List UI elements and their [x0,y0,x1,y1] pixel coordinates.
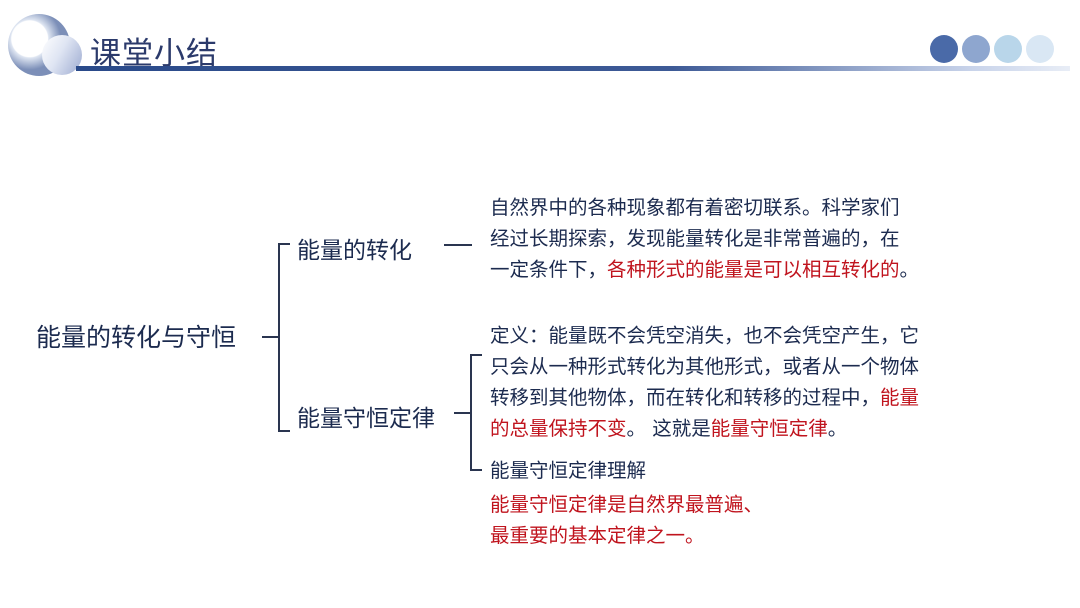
body-text: 转移到其他物体，而在转化和转移的过程中， [490,386,881,409]
highlight-text: 能量守恒定律 [710,417,828,440]
text-line: 转移到其他物体，而在转化和转移的过程中，能量 [490,382,919,413]
main-bracket-bottom [278,430,290,432]
text-line: 的总量保持不变。 这就是能量守恒定律。 [490,413,919,444]
highlight-text: 能量 [880,386,920,409]
text-line: 只会从一种形式转化为其他形式，或者从一个物体 [490,351,919,382]
understanding-line: 能量守恒定律是自然界最普遍、 [490,493,764,516]
sub-bracket-bottom [470,469,482,471]
branch2-connector [454,412,470,414]
decor-dot-3 [994,35,1022,63]
root-connector [262,336,278,338]
branch-energy-conservation-law: 能量守恒定律 [297,406,435,432]
logo-circle-decoration [42,35,82,75]
decor-dot-2 [962,35,990,63]
body-text: 。 [827,417,848,440]
text-line: 一定条件下，各种形式的能量是可以相互转化的。 [490,254,919,285]
highlight-text: 各种形式的能量是可以相互转化的 [607,258,900,281]
body-text: 一定条件下， [490,258,608,281]
branch-energy-conversion: 能量的转化 [297,238,412,264]
header-divider [76,66,1070,71]
main-bracket-top [278,243,290,245]
body-text: 。 [899,258,920,281]
branch1-connector [444,244,472,246]
law-understanding-label: 能量守恒定律理解 [490,459,647,482]
decor-dot-1 [930,35,958,63]
law-understanding-text: 能量守恒定律是自然界最普遍、 最重要的基本定律之一。 [490,489,763,551]
body-text: 。 这就是 [626,417,711,440]
highlight-text: 的总量保持不变 [490,417,627,440]
decor-dot-4 [1026,35,1054,63]
text-line: 定义：能量既不会凭空消失，也不会凭空产生，它 [490,320,919,351]
mindmap-root: 能量的转化与守恒 [36,323,237,352]
sub-bracket-top [470,354,482,356]
body-text: 经过长期探索，发现能量转化是非常普遍的，在 [490,227,900,250]
body-text: 只会从一种形式转化为其他形式，或者从一个物体 [490,355,920,378]
branch1-description: 自然界中的各种现象都有着密切联系。科学家们经过长期探索，发现能量转化是非常普遍的… [490,192,919,285]
understanding-line: 最重要的基本定律之一。 [490,524,705,547]
text-line: 经过长期探索，发现能量转化是非常普遍的，在 [490,223,919,254]
body-text: 自然界中的各种现象都有着密切联系。科学家们 [490,196,900,219]
sub-bracket [470,354,472,470]
law-definition: 定义：能量既不会凭空消失，也不会凭空产生，它只会从一种形式转化为其他形式，或者从… [490,320,919,444]
body-text: 定义：能量既不会凭空消失，也不会凭空产生，它 [490,324,920,347]
text-line: 自然界中的各种现象都有着密切联系。科学家们 [490,192,919,223]
main-bracket [278,243,280,431]
